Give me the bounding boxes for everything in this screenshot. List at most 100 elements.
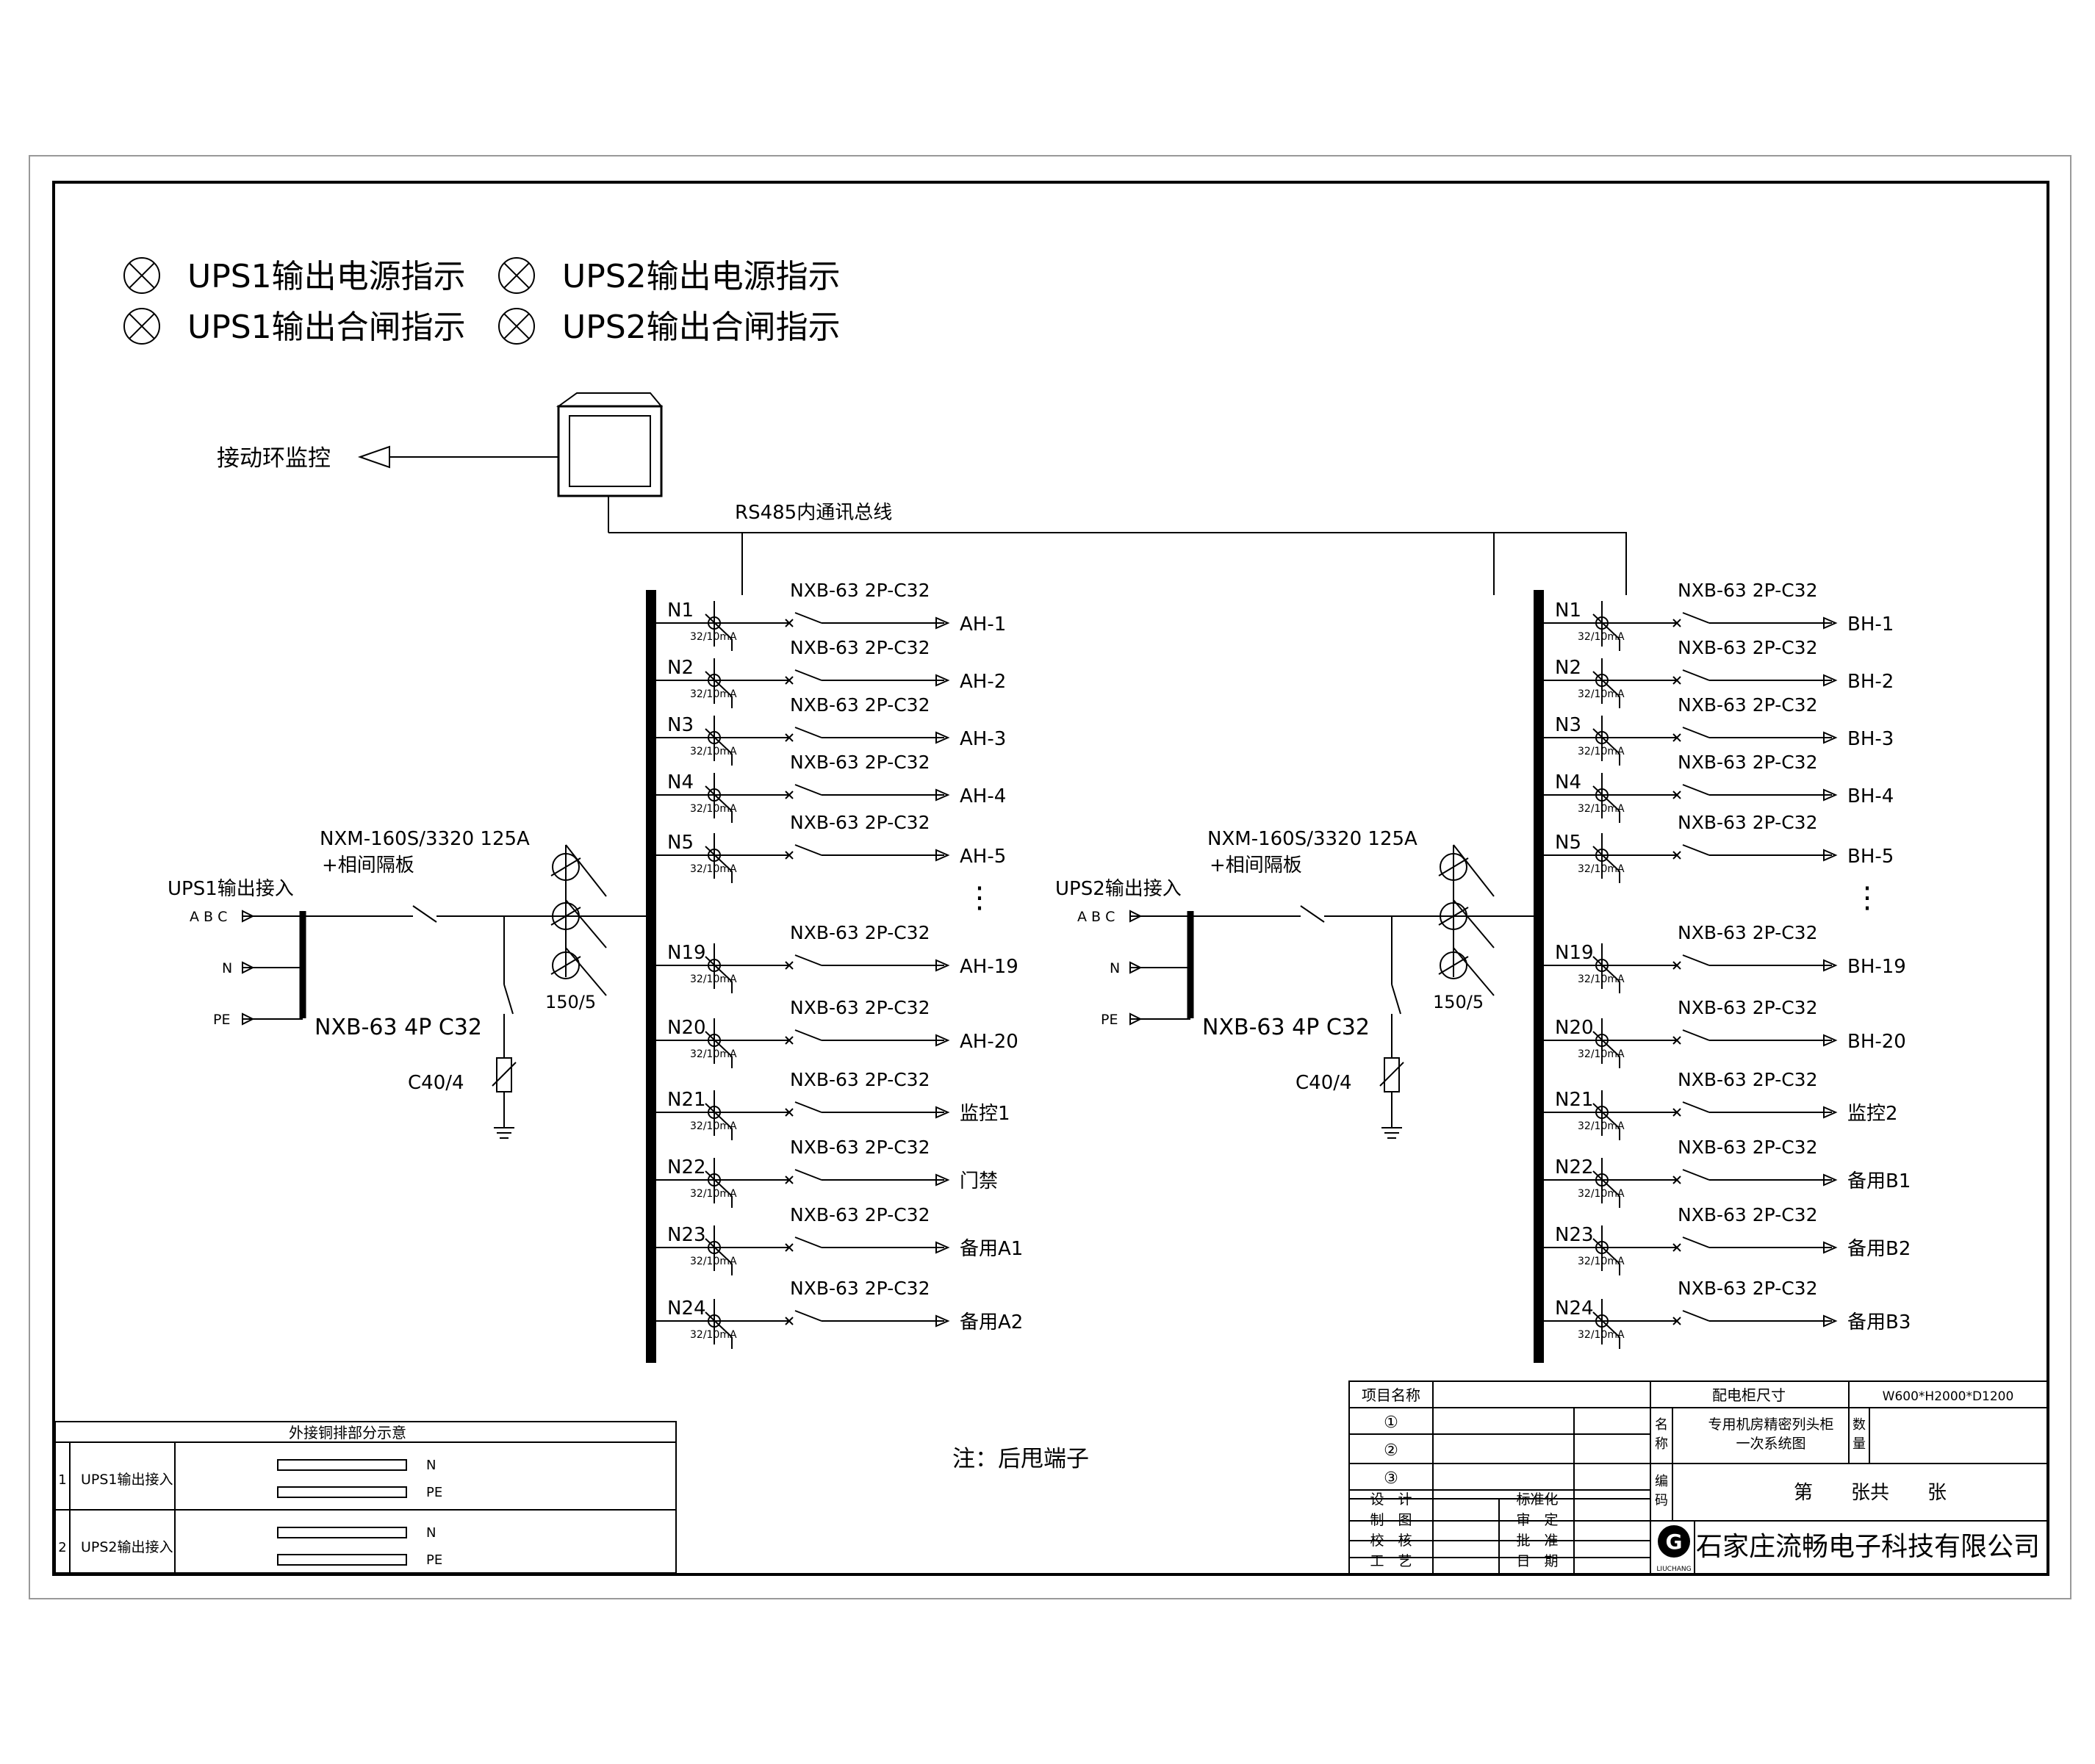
feeder-switch [794, 1029, 822, 1041]
feeder-id: N23 [1555, 1224, 1594, 1246]
feeder-ellipsis: ⋮ [965, 881, 994, 915]
feeder-arrow-icon [1823, 849, 1838, 862]
copper-bar-icon [277, 1486, 407, 1498]
load-label: BH-4 [1847, 785, 1894, 807]
spd-arrow [492, 1062, 517, 1087]
rcd-diagonal [1592, 1311, 1620, 1338]
load-label: 备用B2 [1847, 1238, 1911, 1260]
rcd-rating: 32/10mA [690, 1256, 737, 1267]
breaker-label: NXB-63 2P-C32 [790, 694, 930, 716]
rcd-diagonal [705, 785, 733, 812]
feeder-switch [1682, 784, 1710, 796]
rcd-diagonal [1592, 1103, 1620, 1129]
lamp-circle [498, 308, 535, 345]
load-label: BH-2 [1847, 671, 1894, 693]
copper-row-name: UPS2输出接入 [81, 1539, 173, 1555]
feeder-id: N24 [667, 1297, 706, 1320]
lamp-circle [498, 257, 535, 294]
feeder-switch [794, 1101, 822, 1113]
feeder-switch [794, 1169, 822, 1181]
outer-frame [29, 155, 2071, 1599]
code-label: 码 [1655, 1493, 1668, 1508]
load-label: BH-5 [1847, 846, 1894, 868]
indicator-lamp-icon [123, 308, 160, 345]
cabinet-size-value: W600*H2000*D1200 [1883, 1389, 2014, 1404]
hmi-screen [569, 415, 651, 487]
feeder-arrow-icon [1823, 616, 1838, 630]
rcd-rating: 32/10mA [1578, 1188, 1625, 1200]
terminal-arrow-icon [242, 910, 255, 923]
revision-mark: ③ [1384, 1469, 1398, 1488]
feeder-id: N22 [1555, 1156, 1594, 1178]
breaker-x [1672, 676, 1681, 685]
copper-bar-icon [277, 1554, 407, 1566]
breaker-x [785, 1243, 794, 1252]
feeder-switch [1682, 669, 1710, 681]
feeder-arrow-icon [1823, 1034, 1838, 1047]
feeder-arrow-icon [935, 788, 950, 802]
feeder-switch [1682, 612, 1710, 624]
load-label: BH-19 [1847, 956, 1906, 978]
feeder-arrow-icon [1823, 1314, 1838, 1328]
breaker-label: NXB-63 2P-C32 [1678, 1278, 1817, 1299]
spd-label: C40/4 [408, 1072, 464, 1094]
feeder-ellipsis: ⋮ [1853, 881, 1882, 915]
breaker-label: NXB-63 2P-C32 [1678, 637, 1817, 658]
feeder-arrow-icon [935, 849, 950, 862]
feeder-arrow-icon [1823, 1106, 1838, 1119]
load-label: BH-20 [1847, 1031, 1906, 1053]
phase-pe-label: PE [1101, 1012, 1118, 1028]
drawing-name: 一次系统图 [1736, 1436, 1805, 1452]
role-left: 设 计 [1370, 1491, 1412, 1508]
indicator-label: UPS2输出合闸指示 [562, 309, 841, 346]
feeder-switch [794, 784, 822, 796]
copper-row-no: 1 [58, 1472, 66, 1488]
input-label: UPS2输出接入 [1055, 878, 1182, 900]
rcd-rating: 32/10mA [1578, 1120, 1625, 1132]
feeder-id: N21 [667, 1089, 706, 1111]
rcd-diagonal [705, 613, 733, 640]
spd-arrow [1379, 1062, 1404, 1087]
breaker-x [785, 791, 794, 799]
feeder-id: N1 [667, 600, 694, 622]
feeder-arrow-icon [1823, 959, 1838, 972]
load-label: 备用B3 [1847, 1311, 1911, 1333]
name-label: 称 [1655, 1436, 1668, 1452]
copper-bar-label: PE [426, 1552, 442, 1568]
rcd-diagonal [705, 1311, 733, 1338]
feeder-switch [794, 727, 822, 738]
feeder-arrow-icon [1823, 1241, 1838, 1254]
lamp-circle [123, 308, 160, 345]
ct-diagonal [565, 947, 607, 996]
breaker-x [785, 851, 794, 860]
monitor-label: 接动环监控 [217, 445, 331, 472]
indicator-label: UPS1输出电源指示 [187, 258, 466, 295]
rcd-diagonal [1592, 1031, 1620, 1057]
rs485-bus: RS485内通讯总线 [608, 502, 1627, 595]
drawing-name: 专用机房精密列头柜 [1708, 1416, 1833, 1433]
indicator-lamp-icon [123, 257, 160, 294]
rcd-rating: 32/10mA [1578, 863, 1625, 875]
rs485-bus-label: RS485内通讯总线 [735, 502, 892, 524]
role-right: 批 准 [1516, 1533, 1558, 1549]
load-label: BH-1 [1847, 613, 1894, 636]
feeder-arrow-icon [935, 1173, 950, 1187]
main-breaker-label: NXM-160S/3320 125A [320, 828, 530, 850]
rcd-rating: 32/10mA [1578, 1329, 1625, 1341]
rcd-rating: 32/10mA [690, 803, 737, 815]
breaker-label: NXB-63 2P-C32 [1678, 1137, 1817, 1158]
role-left: 工 艺 [1370, 1553, 1412, 1569]
feeder-switch [1682, 727, 1710, 738]
main-breaker-note: +相间隔板 [1210, 854, 1302, 876]
rcd-rating: 32/10mA [690, 973, 737, 985]
main-breaker-switch [1300, 905, 1325, 923]
company-name: 石家庄流畅电子科技有限公司 [1696, 1532, 2040, 1562]
